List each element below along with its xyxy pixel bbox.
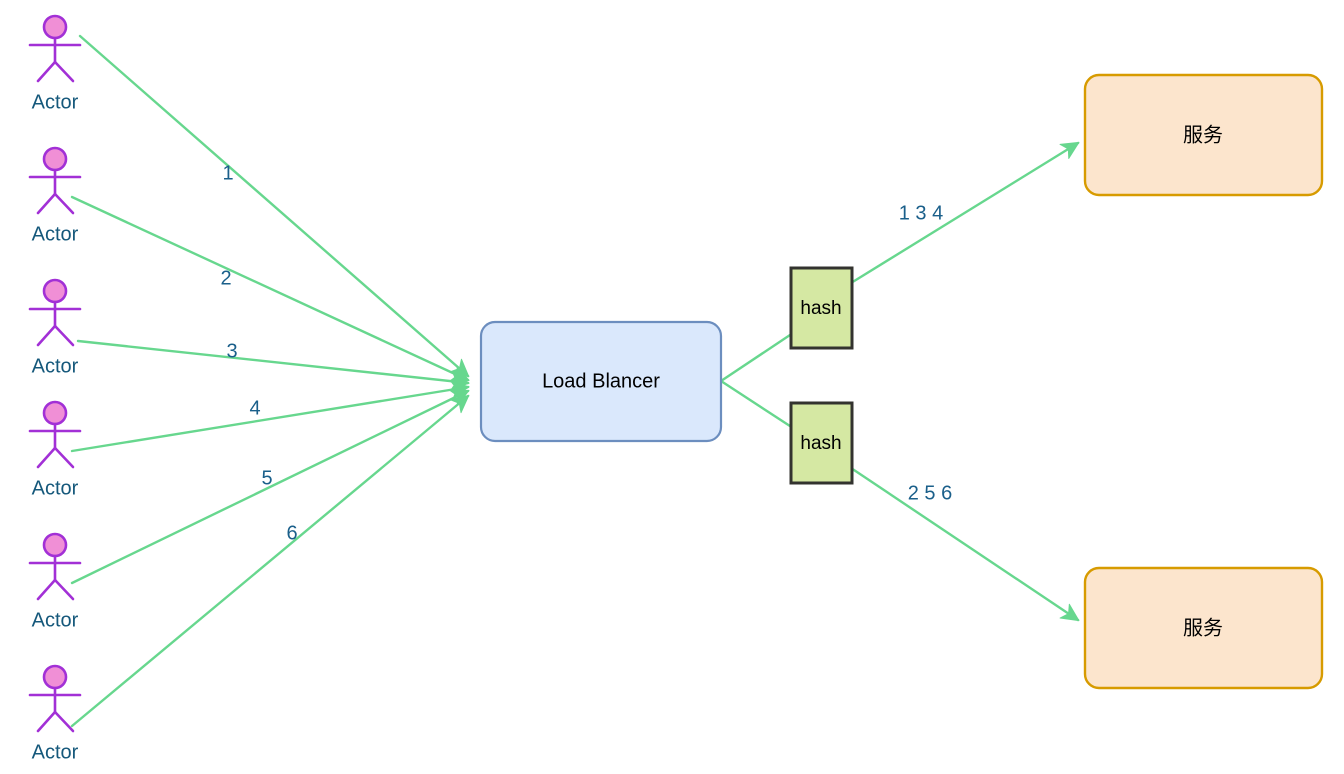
edge-label-hash-top: 1 3 4 <box>899 202 943 224</box>
node-hash-bottom[interactable]: hash <box>789 401 854 485</box>
edge-labels: 1 2 3 4 5 6 1 3 4 2 5 6 <box>220 162 952 544</box>
edge-label-6: 6 <box>286 522 297 544</box>
service-bottom-box[interactable] <box>1083 566 1324 690</box>
edges-hash-to-service <box>849 141 1080 622</box>
edge-label-1: 1 <box>222 162 233 184</box>
actor-4[interactable]: Actor <box>28 400 82 499</box>
load-balancer-label: Load Blancer <box>542 370 660 392</box>
actor-head-icon <box>42 278 68 304</box>
actor-leg-left-line <box>36 60 57 83</box>
actor-leg-left-line <box>36 192 57 215</box>
edge-label-hash-bottom: 2 5 6 <box>908 482 952 504</box>
actor-6[interactable]: Actor <box>28 664 82 763</box>
actor-leg-right-line <box>53 578 75 601</box>
actor-leg-right-line <box>53 60 75 83</box>
actor-1[interactable]: Actor <box>28 14 82 113</box>
edge-label-2: 2 <box>220 267 231 289</box>
actor-leg-right-line <box>53 710 75 733</box>
actor-2[interactable]: Actor <box>28 146 82 245</box>
edge-line-1[interactable] <box>78 34 470 378</box>
edge-line-6[interactable] <box>70 394 470 728</box>
actor-leg-left-line <box>36 446 57 469</box>
actor-label: Actor <box>32 223 79 245</box>
edge-line-4[interactable] <box>70 380 470 453</box>
service-top-label: 服务 <box>1183 123 1223 146</box>
hash-top-label: hash <box>800 298 841 319</box>
actor-head-icon <box>42 400 68 426</box>
actor-head-icon <box>42 146 68 172</box>
edge-label-5: 5 <box>261 467 272 489</box>
actor-5[interactable]: Actor <box>28 532 82 631</box>
hash-bottom-label: hash <box>800 433 841 454</box>
actor-leg-right-line <box>53 192 75 215</box>
actor-head-icon <box>42 532 68 558</box>
edge-line-3[interactable] <box>76 339 470 391</box>
actor-3[interactable]: Actor <box>28 278 82 377</box>
edges-lb-to-hash <box>719 331 795 430</box>
edge-line-lb-hash-bottom[interactable] <box>719 379 795 430</box>
node-service-top[interactable]: 服务 <box>1083 73 1324 197</box>
edge-label-4: 4 <box>249 397 260 419</box>
load-balancer-box[interactable] <box>479 320 723 443</box>
actor-label: Actor <box>32 741 79 763</box>
node-service-bottom[interactable]: 服务 <box>1083 566 1324 690</box>
edge-line-lb-hash-top[interactable] <box>719 331 795 383</box>
actor-label: Actor <box>32 609 79 631</box>
actor-label: Actor <box>32 355 79 377</box>
actor-leg-left-line <box>36 710 57 733</box>
hash-bottom-box[interactable] <box>789 401 854 485</box>
actor-leg-left-line <box>36 578 57 601</box>
edges-actors-to-lb <box>70 34 470 728</box>
actor-head-icon <box>42 664 68 690</box>
edge-line-2[interactable] <box>70 195 470 382</box>
edge-line-hash-bottom-service-bottom[interactable] <box>849 466 1080 622</box>
actor-leg-right-line <box>53 324 75 347</box>
actor-label: Actor <box>32 477 79 499</box>
actor-leg-left-line <box>36 324 57 347</box>
actor-label: Actor <box>32 91 79 113</box>
node-load-balancer[interactable]: Load Blancer <box>479 320 723 443</box>
service-bottom-label: 服务 <box>1183 616 1223 639</box>
edge-line-5[interactable] <box>70 389 470 585</box>
service-top-box[interactable] <box>1083 73 1324 197</box>
actor-head-icon <box>42 14 68 40</box>
actor-leg-right-line <box>53 446 75 469</box>
edge-line-hash-top-service-top[interactable] <box>849 141 1080 285</box>
node-hash-top[interactable]: hash <box>789 266 854 350</box>
edge-label-3: 3 <box>226 340 237 362</box>
hash-top-box[interactable] <box>789 266 854 350</box>
